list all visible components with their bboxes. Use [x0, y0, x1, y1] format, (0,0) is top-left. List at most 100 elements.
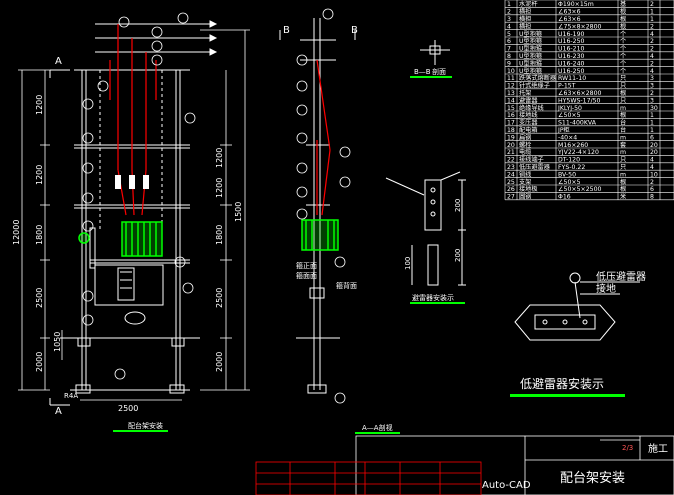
table-cell-qty: 2 — [650, 179, 654, 186]
front-callouts — [82, 12, 196, 380]
table-cell-spec: ∠50×5×2500 — [558, 186, 602, 193]
table-cell-qty: 2 — [650, 38, 654, 45]
table-cell-no: 17 — [507, 120, 515, 127]
svg-text:箍正面: 箍正面 — [296, 261, 317, 270]
table-cell-spec: U16-250 — [558, 68, 585, 75]
table-cell-spec: ∠63×6 — [558, 9, 581, 16]
side-view-caption: A—A剖视 — [362, 423, 393, 432]
table-cell-no: 25 — [507, 179, 515, 186]
svg-text:B: B — [283, 25, 290, 36]
table-cell-name: 横担 — [519, 22, 531, 30]
table-cell-spec: S11-400KVA — [558, 120, 597, 127]
front-view — [60, 20, 218, 394]
table-cell-unit: 个 — [620, 46, 626, 53]
table-cell-no: 5 — [507, 31, 511, 38]
table-cell-unit: 根 — [620, 8, 626, 16]
table-cell-spec: FYS-0.22 — [558, 164, 585, 171]
table-cell-name: 针式绝缘子 — [519, 82, 550, 90]
table-cell-name: 接线端子 — [519, 156, 544, 164]
side-red-wiring — [316, 59, 331, 216]
svg-text:2500: 2500 — [215, 288, 224, 308]
svg-text:200: 200 — [454, 249, 462, 262]
right-dimension-text: 1200 1200 1800 2500 2000 1500 — [215, 148, 243, 372]
table-cell-spec: BV-50 — [558, 171, 576, 178]
table-cell-unit: 基 — [620, 0, 626, 8]
table-cell-no: 26 — [507, 186, 515, 193]
table-cell-name: 绝缘导线 — [519, 104, 544, 112]
table-cell-qty: 4 — [650, 31, 654, 38]
table-cell-unit: 个 — [620, 68, 626, 75]
table-cell-no: 3 — [507, 16, 511, 23]
title-block-text: Auto-CAD 配台架安装 施工 2/3 — [482, 442, 668, 491]
svg-text:B: B — [351, 25, 358, 36]
table-cell-spec: DT-120 — [558, 157, 580, 164]
svg-text:1200: 1200 — [35, 165, 44, 185]
table-cell-name: 水泥杆 — [519, 0, 538, 8]
table-cell-qty: 20 — [650, 142, 658, 149]
svg-text:施工: 施工 — [648, 442, 668, 455]
transformer-front — [78, 221, 163, 257]
arrester-detail — [514, 272, 640, 341]
fuse-cutouts — [115, 175, 149, 189]
table-cell-spec: U16-240 — [558, 60, 585, 67]
table-cell-unit: 只 — [620, 75, 626, 82]
detail-bb-bar — [410, 76, 452, 78]
table-cell-unit: 只 — [620, 83, 626, 90]
table-cell-qty: 4 — [650, 164, 654, 171]
table-cell-no: 4 — [507, 23, 511, 30]
svg-text:2500: 2500 — [35, 288, 44, 308]
table-cell-no: 27 — [507, 194, 515, 201]
table-cell-qty: 30 — [650, 105, 658, 112]
table-cell-unit: 只 — [620, 157, 626, 164]
table-cell-unit: 根 — [620, 185, 626, 193]
table-cell-qty: 2 — [650, 90, 654, 97]
table-cell-spec: ∠63×6×2800 — [558, 90, 602, 97]
table-cell-qty: 2 — [650, 1, 654, 8]
table-cell-spec: Φ16 — [558, 194, 571, 201]
transformer-side — [301, 219, 339, 251]
table-cell-no: 10 — [507, 68, 515, 75]
table-cell-spec: HY5WS-17/50 — [558, 97, 601, 104]
table-cell-qty: 10 — [650, 171, 658, 178]
left-dimension-lines — [18, 69, 182, 401]
table-cell-spec: ∠75×8×2800 — [558, 23, 602, 30]
table-cell-no: 16 — [507, 112, 515, 119]
table-cell-qty: 2 — [650, 60, 654, 67]
table-cell-unit: 根 — [620, 89, 626, 97]
table-cell-no: 1 — [507, 1, 511, 8]
svg-text:2000: 2000 — [215, 352, 224, 372]
table-cell-unit: 台 — [620, 126, 626, 134]
svg-text:箍面面: 箍面面 — [296, 271, 317, 280]
table-cell-qty: 6 — [650, 134, 654, 141]
table-cell-qty: 20 — [650, 149, 658, 156]
table-cell-no: 15 — [507, 105, 515, 112]
table-cell-spec: U16-250 — [558, 38, 585, 45]
table-cell-qty: 1 — [650, 120, 654, 127]
table-cell-unit: 个 — [620, 38, 626, 45]
table-cell-qty: 1 — [650, 16, 654, 23]
table-cell-qty: 3 — [650, 75, 654, 82]
table-cell-spec: ∠50×5 — [558, 112, 581, 119]
svg-text:A: A — [55, 56, 62, 67]
svg-text:低压避雷器: 低压避雷器 — [596, 270, 646, 283]
table-cell-no: 7 — [507, 46, 511, 53]
table-cell-name: 避雷器 — [519, 96, 538, 104]
table-cell-name: U型抱箍 — [519, 59, 542, 67]
front-view-caption: 配台架安装 — [128, 421, 163, 430]
svg-text:箍背面: 箍背面 — [336, 281, 357, 290]
table-cell-unit: 根 — [620, 178, 626, 186]
table-cell-qty: 3 — [650, 83, 654, 90]
table-cell-unit: 根 — [620, 15, 626, 23]
table-cell-no: 14 — [507, 97, 515, 104]
front-red-wiring — [109, 24, 157, 216]
table-cell-unit: m — [620, 171, 626, 178]
svg-text:1050: 1050 — [53, 332, 62, 352]
table-cell-name: 托架 — [519, 89, 531, 97]
table-cell-no: 2 — [507, 9, 511, 16]
table-cell-qty: 4 — [650, 68, 654, 75]
bracket-labels: 200 200 100 避雷器安装示 — [404, 199, 462, 302]
table-cell-qty: 1 — [650, 127, 654, 134]
table-cell-qty: 4 — [650, 157, 654, 164]
table-cell-no: 11 — [507, 75, 515, 82]
